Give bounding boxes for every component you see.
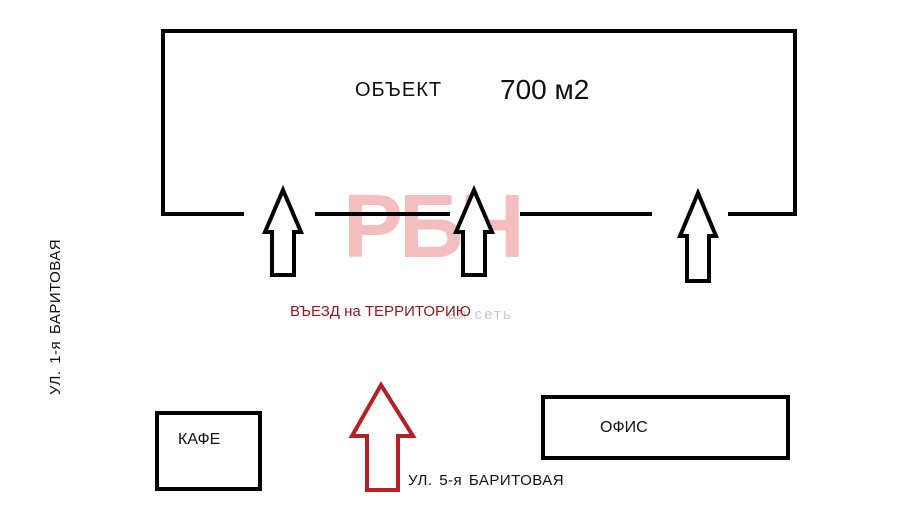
object-area-label: 700 м2 (500, 74, 590, 105)
watermark-tagline: ая сеть (448, 306, 513, 323)
territory-entry-arrow-icon (348, 381, 417, 492)
object-building-outline (161, 29, 797, 216)
street-bottom-label: УЛ. 5-я БАРИТОВАЯ (408, 472, 565, 489)
entry-label: ВЪЕЗД на ТЕРРИТОРИЮ (290, 303, 471, 320)
office-box (541, 395, 790, 460)
street-left-label: УЛ. 1-я БАРИТОВАЯ (47, 238, 64, 395)
object-name-label: ОБЪЕКТ (355, 79, 443, 101)
cafe-box (155, 411, 262, 491)
entrance-arrow-right-icon (676, 187, 720, 283)
office-label: ОФИС (600, 419, 648, 436)
watermark-logo: РБН (343, 177, 525, 277)
entrance-arrow-left-icon (261, 184, 305, 277)
cafe-label: КАФЕ (178, 431, 221, 448)
entrance-arrow-center-icon (452, 184, 496, 277)
